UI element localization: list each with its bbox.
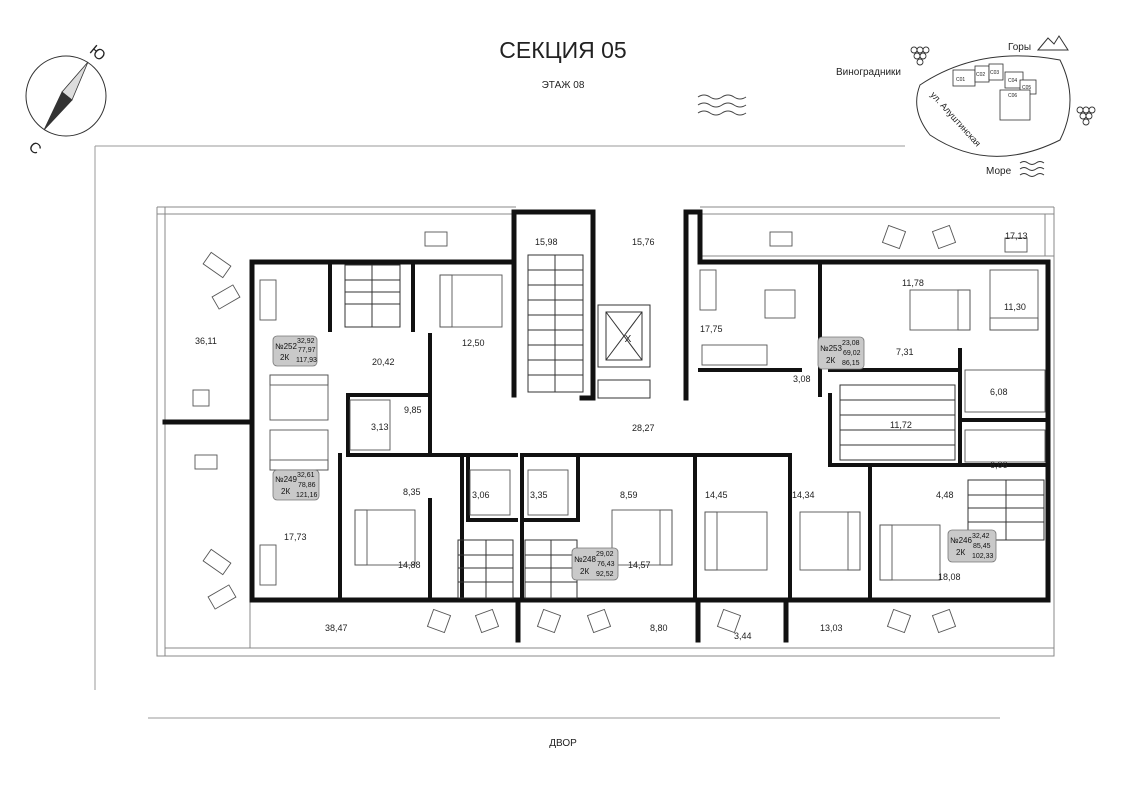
apartment-badge-246[interactable]: №246 2К 32,42 85,45 102,33 bbox=[947, 529, 997, 563]
terrace-outline bbox=[156, 206, 1055, 657]
room-area: 6,08 bbox=[990, 387, 1008, 397]
locator-section: С06 bbox=[1008, 93, 1017, 99]
room-area: 20,42 bbox=[372, 357, 395, 367]
room-area: 11,72 bbox=[890, 420, 912, 430]
waves-icon bbox=[697, 94, 747, 116]
apartment-area: 32,92 bbox=[297, 338, 315, 345]
room-area: 11,78 bbox=[902, 278, 924, 288]
room-area: 4,48 bbox=[936, 490, 954, 500]
yard-label: ДВОР bbox=[549, 738, 577, 749]
grapes-icon bbox=[1076, 106, 1096, 126]
apartment-type: 2К bbox=[956, 548, 965, 557]
apartment-type: 2К bbox=[281, 487, 290, 496]
apartment-number: №253 bbox=[820, 344, 842, 353]
room-area-labels: 36,11 20,42 12,50 15,98 15,76 17,75 11,7… bbox=[195, 231, 1028, 641]
section-title: СЕКЦИЯ 05 bbox=[499, 37, 626, 63]
apartment-type: 2К bbox=[826, 356, 835, 365]
apartment-badge-248[interactable]: №248 2К 29,02 76,43 92,52 bbox=[571, 547, 619, 581]
apartment-area: 92,52 bbox=[596, 571, 614, 578]
mountains-icon bbox=[1036, 35, 1069, 51]
apartment-area: 69,02 bbox=[843, 350, 861, 357]
apartment-area: 78,86 bbox=[298, 482, 316, 489]
apartment-area: 121,16 bbox=[296, 492, 318, 499]
furniture bbox=[192, 224, 1046, 634]
room-area: 7,31 bbox=[896, 347, 914, 357]
room-area: 11,30 bbox=[1004, 302, 1026, 312]
apartment-number: №249 bbox=[275, 475, 297, 484]
walls bbox=[162, 209, 1051, 643]
room-area: 14,88 bbox=[398, 560, 421, 570]
room-area: 8,35 bbox=[403, 487, 421, 497]
room-area: 17,75 bbox=[700, 324, 723, 334]
locator-section: С05 bbox=[1022, 85, 1031, 91]
apartment-badge-249[interactable]: №249 2К 32,61 78,86 121,16 bbox=[272, 469, 320, 501]
apartment-area: 102,33 bbox=[972, 553, 994, 560]
compass-south-label: С bbox=[25, 138, 44, 158]
room-area: 13,03 bbox=[820, 623, 843, 633]
apartment-area: 77,97 bbox=[298, 347, 316, 354]
room-area: 38,47 bbox=[325, 623, 348, 633]
apartment-area: 76,43 bbox=[597, 561, 615, 568]
room-area: 18,08 bbox=[938, 572, 961, 582]
room-area: 15,76 bbox=[632, 237, 655, 247]
room-area: 14,34 bbox=[792, 490, 815, 500]
room-area: 8,59 bbox=[620, 490, 638, 500]
room-area: 3,44 bbox=[734, 631, 752, 641]
sea-label: Море bbox=[986, 166, 1012, 177]
apartment-area: 32,42 bbox=[972, 533, 990, 540]
room-area: 14,57 bbox=[628, 560, 651, 570]
room-area: 8,80 bbox=[650, 623, 668, 633]
apartment-type: 2К bbox=[580, 567, 589, 576]
room-area: 15,98 bbox=[535, 237, 558, 247]
room-area: 36,11 bbox=[195, 336, 217, 346]
floor-label: ЭТАЖ 08 bbox=[542, 80, 585, 91]
locator-section: С02 bbox=[976, 72, 985, 78]
compass-north-label: Ю bbox=[86, 42, 109, 65]
room-area: 17,73 bbox=[284, 532, 307, 542]
apartment-number: №246 bbox=[950, 536, 972, 545]
apartment-area: 85,45 bbox=[973, 543, 991, 550]
room-area: 17,13 bbox=[1005, 231, 1028, 241]
apartment-type: 2К bbox=[280, 353, 289, 362]
apartment-area: 32,61 bbox=[297, 472, 315, 479]
apartment-area: 117,93 bbox=[296, 357, 317, 364]
apartment-area: 29,02 bbox=[596, 551, 614, 558]
room-area: 14,45 bbox=[705, 490, 728, 500]
apartment-badge-252[interactable]: №252 2К 32,92 77,97 117,93 bbox=[272, 335, 318, 367]
locator-section: С04 bbox=[1008, 78, 1017, 84]
room-area: 6,06 bbox=[990, 460, 1008, 470]
waves-icon bbox=[1019, 161, 1045, 177]
apartment-number: №252 bbox=[275, 342, 297, 351]
room-area: 3,13 bbox=[371, 422, 389, 432]
room-area: 3,35 bbox=[530, 490, 548, 500]
apartment-badge-253[interactable]: №253 2К 23,08 69,02 86,15 bbox=[817, 336, 865, 370]
room-area: 9,85 bbox=[404, 405, 422, 415]
apartment-area: 86,15 bbox=[842, 360, 860, 367]
vineyards-label: Виноградники bbox=[836, 67, 901, 78]
room-area: 12,50 bbox=[462, 338, 485, 348]
elevator-mark: X bbox=[625, 334, 632, 345]
locator-section: С01 bbox=[956, 77, 965, 83]
grapes-icon bbox=[910, 46, 930, 66]
locator-section: С03 bbox=[990, 70, 999, 76]
room-area: 3,06 bbox=[472, 490, 490, 500]
elevator-icon bbox=[597, 304, 651, 399]
room-area: 3,08 bbox=[793, 374, 811, 384]
mountains-label: Горы bbox=[1008, 42, 1031, 53]
apartment-area: 23,08 bbox=[842, 340, 860, 347]
compass-icon bbox=[25, 55, 107, 137]
room-area: 28,27 bbox=[632, 423, 655, 433]
apartment-number: №248 bbox=[574, 555, 596, 564]
stair-core bbox=[527, 254, 584, 393]
locator-map: С01 С02 С03 С04 С05 С06 bbox=[916, 55, 1071, 157]
